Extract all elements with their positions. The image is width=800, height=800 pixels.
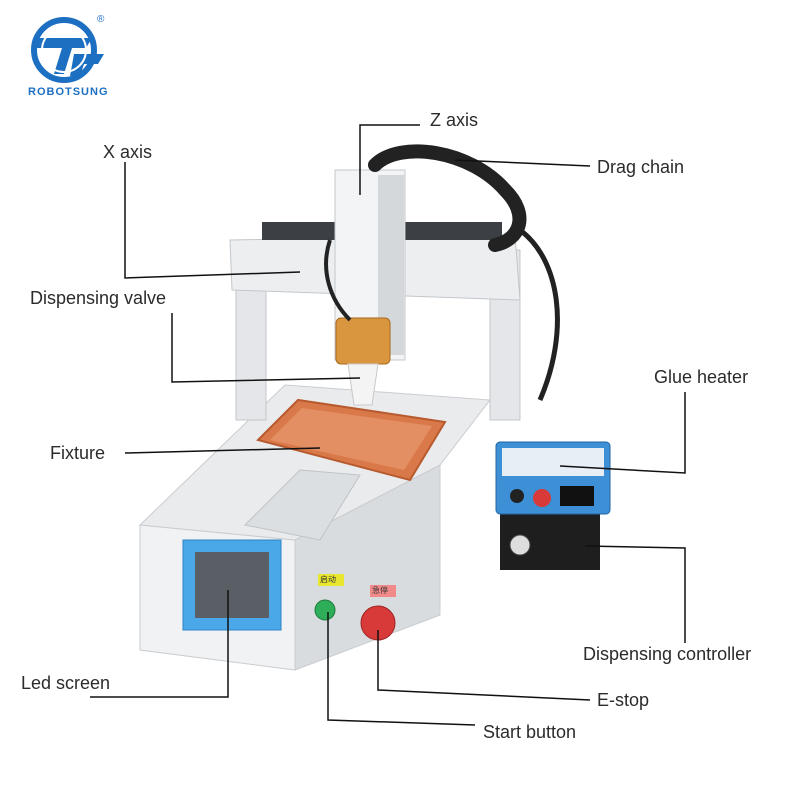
led-screen-display xyxy=(195,552,269,618)
label-dispensing-valve: Dispensing valve xyxy=(30,288,167,308)
leader-drag-chain xyxy=(454,159,591,167)
label-drag-chain: Drag chain xyxy=(597,157,685,177)
leader-e-stop xyxy=(377,630,591,701)
label-fixture: Fixture xyxy=(50,443,106,463)
leader-fixture xyxy=(124,447,321,454)
start-button-graphic xyxy=(314,599,336,621)
leader-led-screen xyxy=(90,590,229,698)
start-tag-text: 启动 xyxy=(320,575,336,584)
y-slide-plate xyxy=(243,469,361,541)
pressure-gauge xyxy=(509,534,531,556)
dispensing-nozzle xyxy=(347,363,379,406)
label-start-button: Start button xyxy=(483,722,577,742)
label-dispensing-controller: Dispensing controller xyxy=(583,644,752,664)
label-x-axis: X axis xyxy=(103,142,153,162)
leader-x-axis xyxy=(124,162,301,279)
leader-glue-heater xyxy=(559,392,686,474)
leader-z-axis xyxy=(359,124,420,195)
label-e-stop: E-stop xyxy=(597,690,650,710)
label-z-axis: Z axis xyxy=(430,110,479,130)
brand-name: ROBOTSUNG xyxy=(28,86,109,98)
drag-chain xyxy=(368,144,527,252)
robotsung-logo xyxy=(31,17,104,83)
leader-dispensing-valve xyxy=(171,313,361,383)
label-glue-heater: Glue heater xyxy=(654,367,749,387)
leader-start-button xyxy=(327,612,476,726)
start-tag xyxy=(318,574,344,586)
left-gantry-post xyxy=(235,269,267,421)
registered-mark: ® xyxy=(97,14,105,25)
label-led-screen: Led screen xyxy=(21,673,111,693)
leader-dispensing-controller xyxy=(584,545,686,643)
stop-tag-text: 急停 xyxy=(372,586,388,595)
stop-tag xyxy=(370,585,396,597)
